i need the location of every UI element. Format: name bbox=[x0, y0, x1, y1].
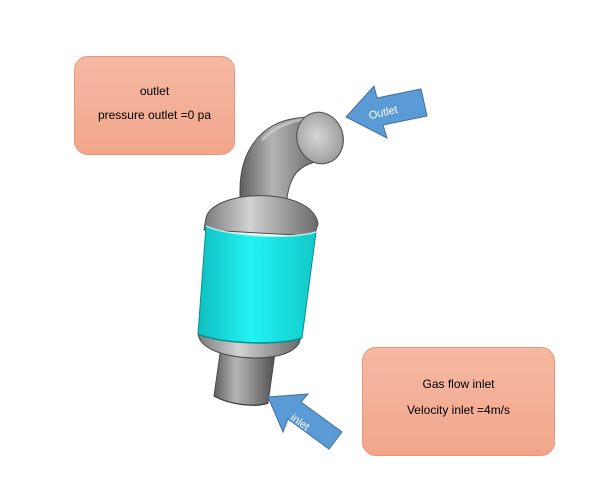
outlet-pipe bbox=[239, 111, 344, 215]
outlet-box-title: outlet bbox=[139, 84, 170, 98]
catalyst-section bbox=[197, 225, 317, 344]
inlet-box-title: Gas flow inlet bbox=[422, 377, 495, 391]
inlet-boundary-condition-box: Gas flow inlet Velocity inlet =4m/s bbox=[362, 347, 555, 456]
inlet-box-condition: Velocity inlet =4m/s bbox=[406, 403, 511, 417]
inlet-arrow: inlet bbox=[267, 393, 343, 450]
converter-body bbox=[197, 195, 319, 359]
outlet-box-condition: pressure outlet =0 pa bbox=[97, 108, 212, 122]
outlet-boundary-condition-box: outlet pressure outlet =0 pa bbox=[74, 56, 235, 155]
outlet-pipe-opening bbox=[296, 111, 344, 165]
outlet-arrow: Outlet bbox=[345, 84, 428, 139]
